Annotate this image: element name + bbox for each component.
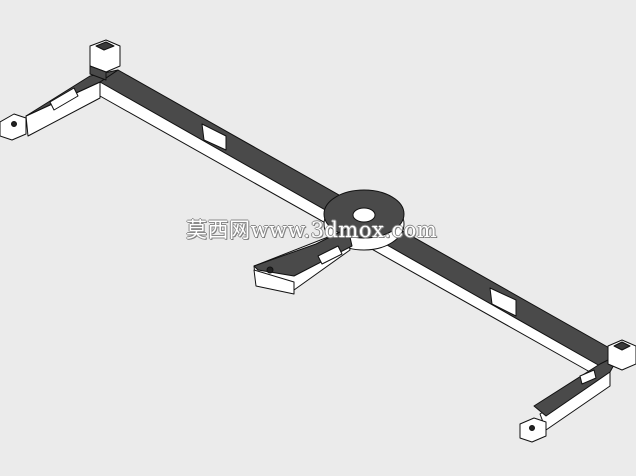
left-tip-hole	[11, 121, 17, 127]
right-post-front	[607, 339, 636, 371]
left-tip-end	[0, 113, 27, 141]
beam-slot-upper	[201, 123, 227, 151]
left-slot	[49, 87, 79, 111]
center-arm-slot	[317, 245, 343, 265]
center-arm-hole	[266, 266, 274, 274]
beam-slot-lower	[489, 287, 517, 317]
left-post-base	[89, 65, 107, 81]
right-slot	[579, 369, 597, 385]
site-watermark: 莫西网www.3dmox.com	[186, 218, 438, 242]
center-arm-end	[253, 269, 295, 295]
left-post-hole	[95, 41, 115, 51]
right-tip-hole	[529, 425, 535, 431]
center-arm-top	[253, 227, 353, 277]
hub-hole	[352, 207, 376, 223]
right-post-hole	[613, 341, 631, 351]
